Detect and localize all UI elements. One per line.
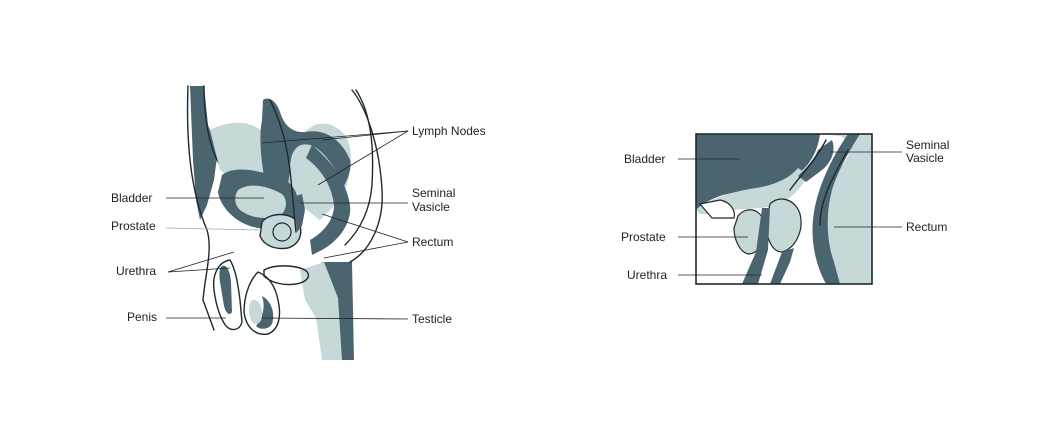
closeup-urethra-lower xyxy=(770,248,794,284)
leader-rectum-b xyxy=(323,241,409,259)
left-labels: Lymph Nodes Bladder Seminal Vasicle Pros… xyxy=(111,124,486,326)
closeup-label-seminal-2: Vasicle xyxy=(906,151,944,165)
bladder-light xyxy=(235,185,286,218)
front-wall-inner xyxy=(203,85,221,166)
leader-rectum-a xyxy=(321,213,409,243)
label-bladder: Bladder xyxy=(111,191,152,205)
label-prostate: Prostate xyxy=(111,219,156,233)
label-rectum: Rectum xyxy=(412,235,453,249)
rectum-dark xyxy=(306,145,351,255)
back-outline xyxy=(349,89,383,263)
label-lymph-nodes: Lymph Nodes xyxy=(412,124,486,138)
closeup-prostate-right xyxy=(765,198,802,253)
prostate-outline xyxy=(259,213,302,250)
leader-testicle xyxy=(261,317,409,320)
leader-prostate xyxy=(165,227,263,231)
closeup-bladder-dark xyxy=(696,134,820,210)
leader-lymph-nodes-c xyxy=(317,130,409,186)
closeup-outline-curve xyxy=(789,139,827,191)
closeup-rectum-dark xyxy=(812,134,860,284)
closeup-rectum-light xyxy=(819,134,872,284)
sagittal-illustration xyxy=(186,85,383,360)
closeup-label-bladder: Bladder xyxy=(624,152,665,166)
closeup-label-rectum: Rectum xyxy=(906,220,947,234)
seminal-vasicle-dark xyxy=(295,194,305,232)
closeup-label-urethra: Urethra xyxy=(627,268,667,282)
closeup-illustration xyxy=(695,133,873,285)
right-labels: Bladder Seminal Vasicle Prostate Rectum … xyxy=(621,138,949,282)
label-urethra: Urethra xyxy=(116,264,156,278)
closeup-urethra-dark xyxy=(742,208,770,284)
label-penis: Penis xyxy=(127,310,157,324)
inner-curve xyxy=(269,99,297,233)
testicle-light xyxy=(249,299,263,324)
label-seminal-vasicle-1: Seminal xyxy=(412,186,455,200)
front-wall xyxy=(186,85,215,331)
back-outline-inner xyxy=(344,89,374,246)
closeup-frame xyxy=(695,133,873,285)
scrotum-outline xyxy=(243,271,281,335)
penis-outline xyxy=(212,259,243,331)
closeup-label-prostate: Prostate xyxy=(621,230,666,244)
closeup-label-seminal-1: Seminal xyxy=(906,138,949,152)
closeup-left-structure xyxy=(698,199,735,219)
prostate-core xyxy=(272,222,292,242)
lower-light-column xyxy=(300,262,342,360)
leader-lymph-nodes-b xyxy=(321,130,409,141)
label-seminal-vasicle-2: Vasicle xyxy=(412,200,450,214)
penis-dark xyxy=(219,265,232,314)
leader-lymph-nodes-a xyxy=(261,130,409,144)
upper-left-dark xyxy=(260,98,351,200)
closeup-outline-curve-2 xyxy=(819,149,849,226)
perineum-outline xyxy=(263,265,310,286)
closeup-seminal-dark xyxy=(798,140,834,182)
leader-urethra-b xyxy=(167,267,231,273)
label-testicle: Testicle xyxy=(412,312,452,326)
back-wall-dark xyxy=(190,86,218,220)
leader-urethra-a xyxy=(167,251,235,273)
